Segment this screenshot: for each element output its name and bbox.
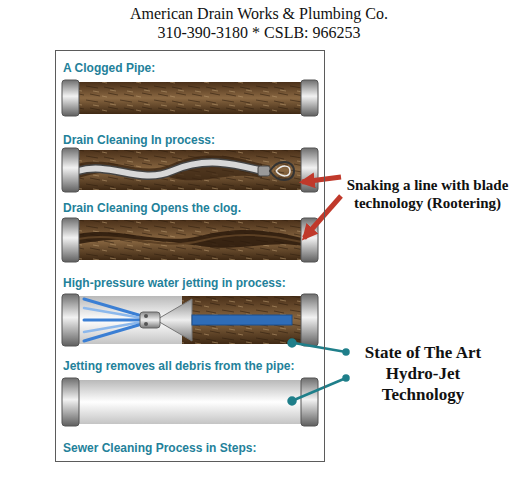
step-caption: Drain Cleaning In process: (63, 133, 215, 148)
header-title: American Drain Works & Plumbing Co. (0, 4, 518, 23)
callout-arrow (302, 177, 341, 182)
callout-arrow (304, 196, 341, 238)
callout-text: Snaking a line with blade technology (Ro… (345, 176, 510, 212)
step-caption: High-pressure water jetting in process: (63, 276, 286, 291)
opened-pipe (62, 218, 318, 262)
clean-pipe (62, 378, 318, 426)
step-caption: Sewer Cleaning Process in Steps: (63, 441, 256, 456)
steps-panel: A Clogged Pipe: Drain Cleaning In process… (55, 50, 325, 462)
clogged-pipe (62, 80, 318, 116)
header-phone: 310-390-3180 * CSLB: 966253 (0, 23, 518, 42)
leader-line (289, 340, 349, 405)
step-caption: Jetting removes all debris from the pipe… (63, 359, 294, 374)
callout-text: State of The Art Hydro-Jet Technology (348, 342, 498, 405)
jetting-pipe (62, 294, 318, 346)
snaking-pipe (62, 148, 318, 192)
step-caption: A Clogged Pipe: (63, 61, 155, 76)
step-caption: Drain Cleaning Opens the clog. (63, 201, 241, 216)
